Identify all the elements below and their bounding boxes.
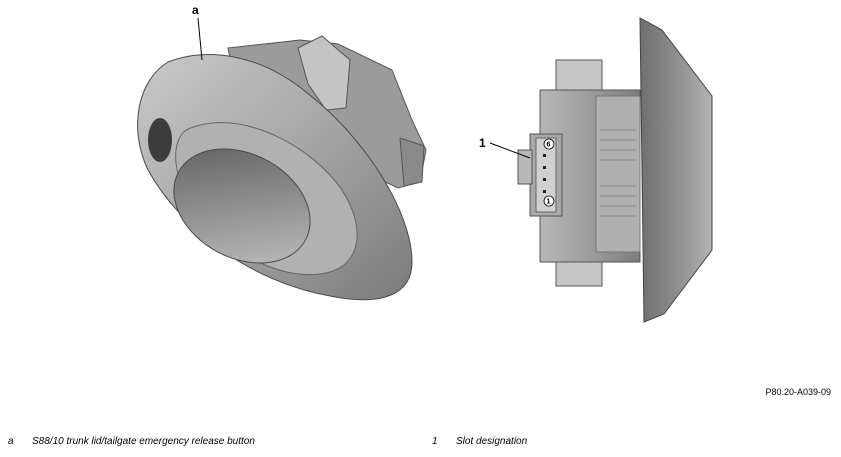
rear-opening (148, 118, 172, 162)
callout-a-label: a (192, 3, 199, 17)
callout-1-label: 1 (479, 136, 486, 150)
ribs (600, 129, 636, 217)
callout-a-leader (197, 17, 203, 61)
connector-face (535, 137, 557, 213)
flange-cone (639, 17, 713, 323)
connector-latch (517, 149, 533, 185)
callout-1-leader (489, 142, 531, 159)
release-button-perspective-view (137, 35, 427, 301)
legend-item-a: a S88/10 trunk lid/tailgate emergency rel… (8, 436, 255, 447)
pin-label-1: 1 (547, 199, 551, 206)
bore-opening (173, 148, 311, 264)
pin-marker-6 (543, 138, 555, 150)
locking-tab (297, 35, 351, 111)
legend-item-1: 1 Slot designation (432, 436, 527, 447)
legend-text: Slot designation (456, 436, 528, 447)
inner-cylinder (595, 95, 641, 253)
legend-key: 1 (432, 436, 438, 447)
legend-text: S88/10 trunk lid/tailgate emergency rele… (32, 436, 255, 447)
legend-key: a (8, 436, 14, 447)
top-bracket (555, 59, 603, 91)
connector-pins (543, 154, 546, 193)
pin-label-6: 6 (547, 142, 551, 149)
release-button-side-view: 6 1 (517, 17, 713, 323)
side-clip (399, 137, 425, 187)
figure-id: P80.20-A039-09 (765, 387, 831, 397)
bottom-bracket (555, 257, 603, 287)
pin-marker-1 (543, 195, 555, 207)
